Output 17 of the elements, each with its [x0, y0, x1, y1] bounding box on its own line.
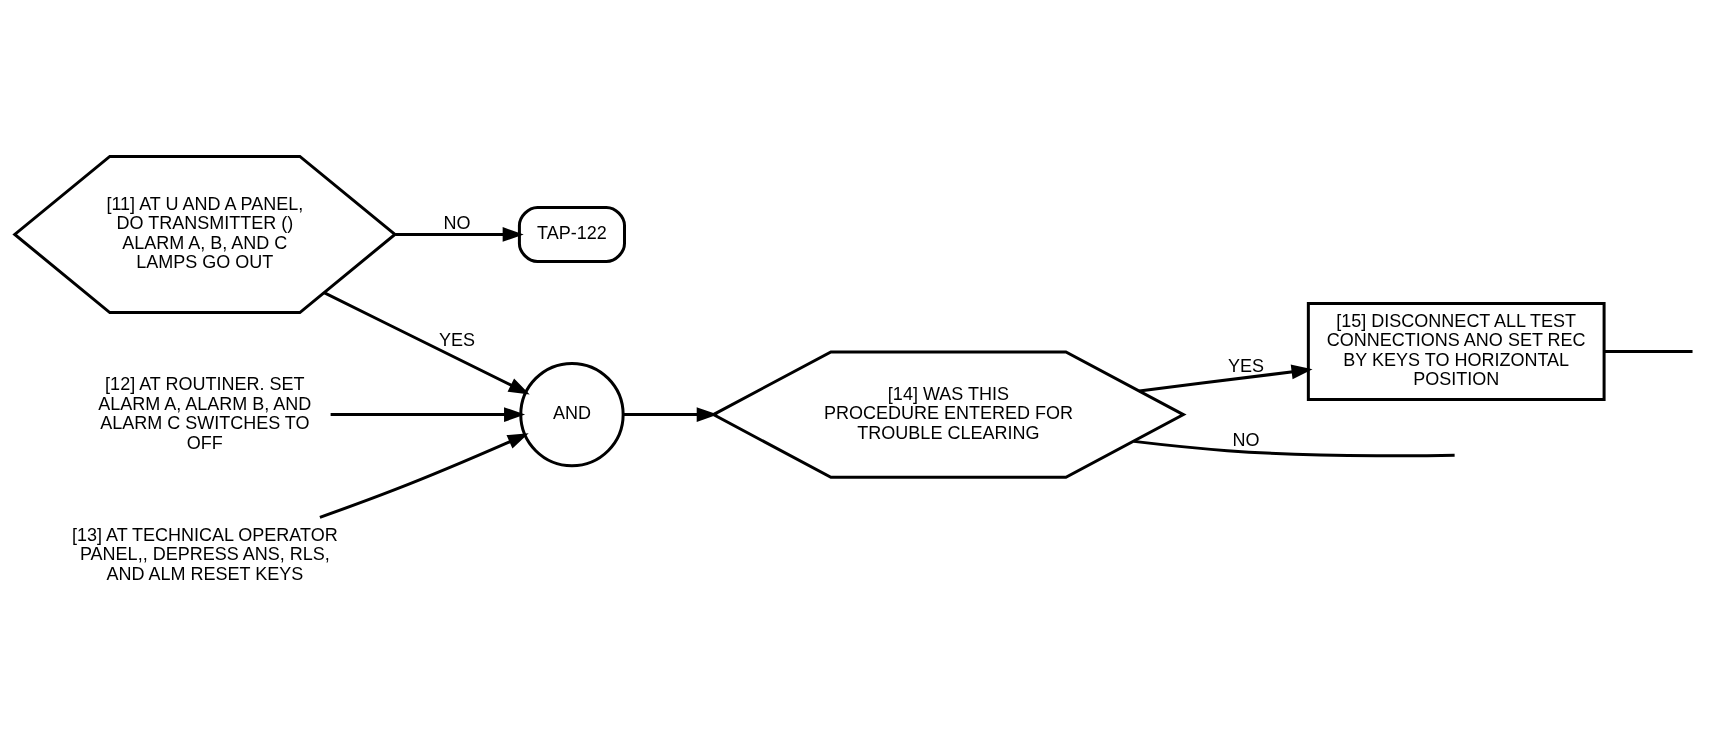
connector	[1604, 350, 1693, 354]
edge-label: YES	[439, 330, 476, 351]
node-box: TAP-122	[517, 205, 626, 263]
edge-label: YES	[1228, 355, 1265, 376]
node-box: [15] DISCONNECT ALL TEST CONNECTIONS ANO SET REC BY KEYS TO HORIZONTAL POSITION	[1306, 302, 1606, 402]
arrow	[395, 227, 524, 242]
arrow	[319, 433, 529, 519]
arrow	[1139, 364, 1313, 393]
node-circle: AND	[519, 361, 625, 468]
arrow	[623, 407, 718, 422]
edge-label: NO	[1232, 429, 1260, 450]
connector	[1133, 439, 1455, 458]
node-text: [12] AT ROUTINER. SET ALARM A, ALARM B, AND ALARM C SWITCHES TO OFF	[98, 373, 312, 453]
edge-label: NO	[443, 213, 471, 234]
arrow	[323, 291, 530, 395]
arrow	[330, 407, 526, 422]
node-text: [13] AT TECHNICAL OPERATOR PANEL,, DEPRESS ANS, RLS, AND ALM RESET KEYS	[71, 524, 338, 584]
